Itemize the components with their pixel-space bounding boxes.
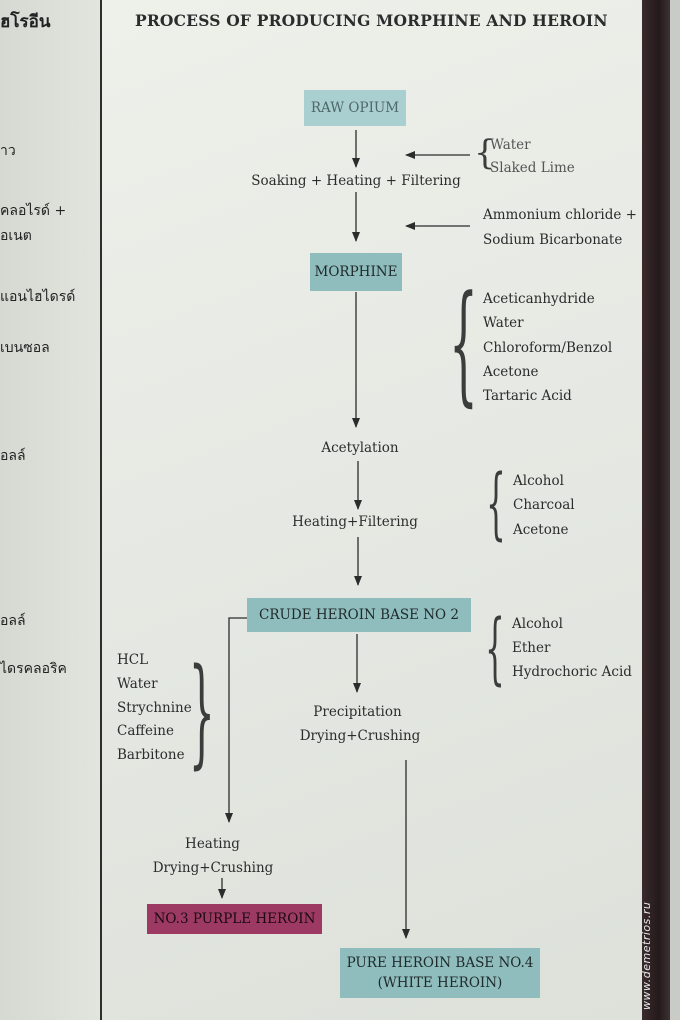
reagent-alcohol-4: Alcohol bbox=[513, 473, 564, 489]
poster-background bbox=[102, 0, 642, 1020]
reagent-chloroform-benzol: Chloroform/Benzol bbox=[483, 340, 613, 356]
thai-line: อลล์ bbox=[0, 448, 26, 464]
reagent-hcl: HCL bbox=[117, 652, 149, 668]
reagent-water-left: Water bbox=[117, 676, 158, 692]
brace-reagents-5: { bbox=[485, 604, 505, 694]
thai-line: แอนไฮไดรด์ bbox=[0, 289, 76, 305]
reagent-caffeine: Caffeine bbox=[117, 723, 174, 739]
reagent-acetone-4: Acetone bbox=[513, 522, 569, 538]
precipitation-step: Precipitation bbox=[313, 704, 402, 720]
thai-line: อเนต bbox=[0, 228, 32, 244]
thai-heading: ฮโรอีน bbox=[0, 12, 51, 32]
left-thai-panel: ฮโรอีน าว คลอไรด์ + อเนต แอนไฮไดรด์ เบนซ… bbox=[0, 0, 102, 1020]
reagent-acetone-3: Acetone bbox=[483, 364, 539, 380]
thai-line: ไดรคลอริค bbox=[0, 661, 67, 677]
brace-reagents-3: { bbox=[449, 267, 478, 419]
morphine-box: MORPHINE bbox=[310, 253, 402, 291]
raw-opium-box: RAW OPIUM bbox=[304, 90, 406, 126]
reagent-tartaric-acid: Tartaric Acid bbox=[483, 388, 572, 404]
acetylation-step: Acetylation bbox=[321, 440, 399, 456]
reagent-water-3: Water bbox=[483, 315, 524, 331]
pure-heroin-line2: (WHITE HEROIN) bbox=[377, 975, 503, 991]
brace-left-branch: { bbox=[188, 642, 215, 780]
reagent-strychnine: Strychnine bbox=[117, 700, 192, 716]
arrow-crude-to-left-branch bbox=[225, 617, 247, 823]
reagent-alcohol-5: Alcohol bbox=[512, 616, 563, 632]
poster-title: PROCESS OF PRODUCING MORPHINE AND HEROIN bbox=[135, 11, 608, 30]
reagent-ether: Ether bbox=[512, 640, 551, 656]
reagent-hydrochoric-acid: Hydrochoric Acid bbox=[512, 664, 632, 680]
reagent-aceticanhydride: Aceticanhydride bbox=[483, 291, 595, 307]
purple-heroin-box: NO.3 PURPLE HEROIN bbox=[147, 904, 322, 934]
reagent-charcoal: Charcoal bbox=[513, 497, 575, 513]
reagent-barbitone: Barbitone bbox=[117, 747, 185, 763]
reagent-sodium-bicarbonate: Sodium Bicarbonate bbox=[483, 232, 623, 248]
poster-frame bbox=[642, 0, 670, 1020]
crude-heroin-base-box: CRUDE HEROIN BASE NO 2 bbox=[247, 598, 471, 632]
thai-line: เบนซอล bbox=[0, 340, 50, 356]
soaking-step: Soaking + Heating + Filtering bbox=[251, 173, 461, 189]
reagent-water-1: Water bbox=[490, 137, 531, 153]
thai-line: คลอไรด์ + bbox=[0, 203, 67, 219]
reagent-slaked-lime: Slaked Lime bbox=[490, 160, 575, 176]
brace-reagents-4: { bbox=[486, 459, 506, 549]
brace-reagents-1: { bbox=[474, 133, 496, 173]
reagent-ammonium-chloride: Ammonium chloride + bbox=[483, 207, 637, 223]
pure-heroin-box: PURE HEROIN BASE NO.4 (WHITE HEROIN) bbox=[340, 948, 540, 998]
drying-crushing-right-step: Drying+Crushing bbox=[299, 728, 421, 744]
pure-heroin-line1: PURE HEROIN BASE NO.4 bbox=[346, 955, 534, 971]
thai-line: อลล์ bbox=[0, 613, 26, 629]
heating-left-step: Heating bbox=[185, 836, 240, 852]
wall-edge bbox=[670, 0, 680, 1020]
thai-line: าว bbox=[0, 143, 16, 159]
watermark: www.demetrios.ru bbox=[640, 901, 653, 1010]
heating-filtering-step: Heating+Filtering bbox=[292, 514, 418, 530]
drying-crushing-left-step: Drying+Crushing bbox=[152, 860, 274, 876]
